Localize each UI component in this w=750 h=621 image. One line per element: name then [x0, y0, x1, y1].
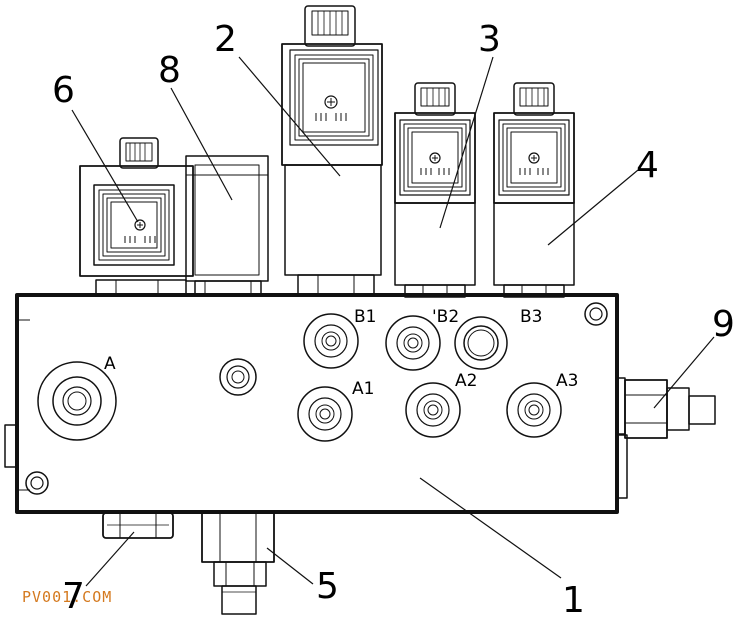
coil-screw-icon — [315, 95, 347, 121]
callout-6: 6 — [52, 70, 75, 111]
callout-5: 5 — [316, 566, 339, 607]
center-plug — [219, 358, 257, 396]
port-b1 — [303, 313, 359, 369]
port-label-a3: A3 — [556, 371, 578, 391]
callout-7: 7 — [62, 576, 85, 617]
watermark: PV001.COM — [22, 588, 113, 606]
coil-screw-icon — [420, 152, 450, 175]
coil-screw-icon — [519, 152, 549, 175]
solenoid-valve-6 — [79, 137, 194, 297]
callout-2: 2 — [214, 19, 237, 60]
solenoid-valve-4 — [493, 82, 575, 298]
port-a1 — [297, 386, 353, 442]
port-label-b2: 'B2 — [432, 307, 459, 327]
bottom-fitting-5 — [201, 511, 275, 615]
bottom-fitting-7 — [102, 512, 174, 539]
leader-lines — [71, 56, 715, 587]
port-a3 — [506, 382, 562, 438]
callout-1: 1 — [562, 580, 585, 621]
solenoid-valve-2 — [281, 5, 383, 296]
callout-9: 9 — [712, 304, 735, 345]
callout-4: 4 — [636, 145, 659, 186]
manifold-block — [4, 293, 619, 514]
port-b2 — [385, 315, 441, 371]
cartridge-valve-8 — [185, 155, 269, 296]
port-a2 — [405, 382, 461, 438]
port-b3 — [454, 316, 508, 370]
coil-screw-icon — [124, 219, 156, 243]
port-label-b1: B1 — [354, 307, 376, 327]
port-label-a2: A2 — [455, 371, 477, 391]
callout-3: 3 — [478, 19, 501, 60]
port-a — [37, 361, 117, 441]
mounting-hole — [584, 302, 608, 326]
solenoid-valve-3 — [394, 82, 476, 298]
mounting-hole — [25, 471, 49, 495]
port-label-a: A — [104, 354, 116, 374]
port-label-b3: B3 — [520, 307, 542, 327]
side-fitting-9 — [616, 377, 716, 499]
callout-8: 8 — [158, 50, 181, 91]
port-label-a1: A1 — [352, 379, 374, 399]
